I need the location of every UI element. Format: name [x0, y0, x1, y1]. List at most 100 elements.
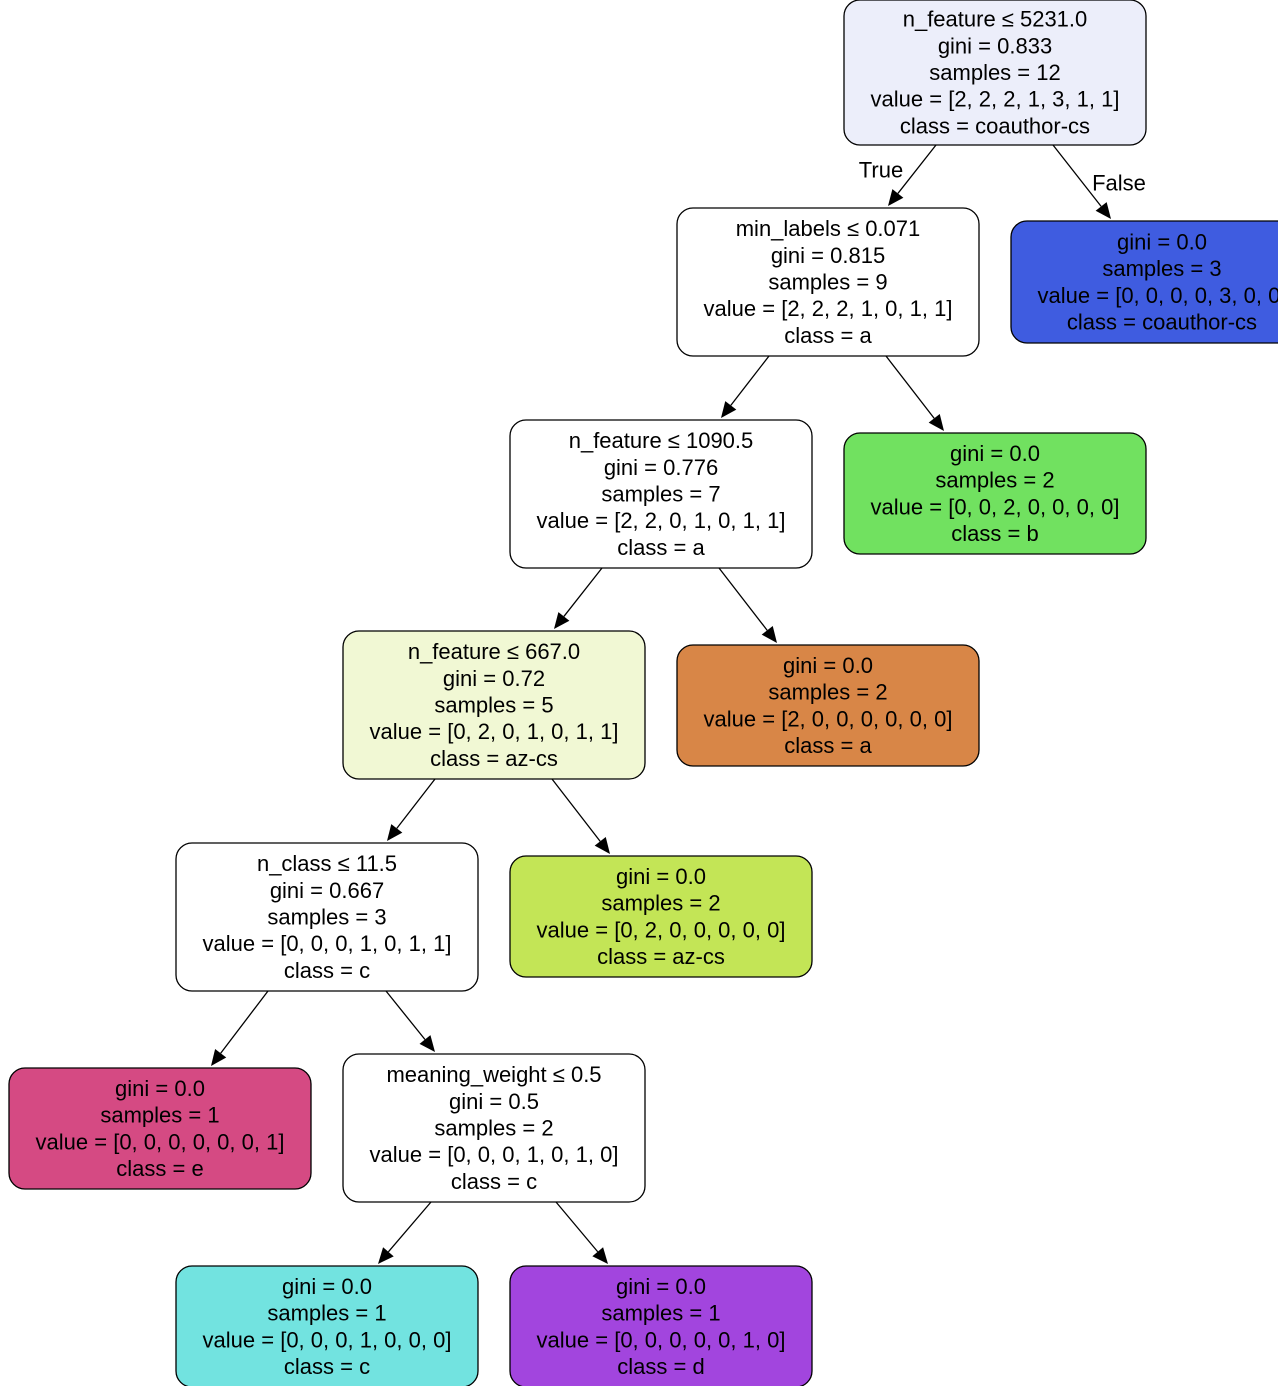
- node-text-line: value = [2, 2, 2, 1, 0, 1, 1]: [704, 296, 953, 321]
- node-text-line: class = b: [951, 521, 1038, 546]
- node-text-line: gini = 0.0: [616, 1274, 706, 1299]
- node-text-line: value = [0, 0, 0, 0, 0, 0, 1]: [36, 1129, 285, 1154]
- node-text-line: class = a: [784, 733, 872, 758]
- node-text-line: value = [0, 0, 2, 0, 0, 0, 0]: [871, 494, 1120, 519]
- node-text-line: n_feature ≤ 1090.5: [569, 428, 754, 453]
- node-box: [843, 432, 1147, 555]
- node-text-line: samples = 1: [267, 1301, 386, 1326]
- node-text-line: class = c: [284, 1354, 370, 1379]
- node-text-line: gini = 0.0: [282, 1274, 372, 1299]
- node-box: [175, 1265, 479, 1386]
- edge-n7-n9: [211, 990, 269, 1066]
- node-box: [1010, 220, 1278, 344]
- edge-n10-n11: [378, 1201, 432, 1264]
- node-text-line: value = [2, 0, 0, 0, 0, 0, 0]: [704, 706, 953, 731]
- edge-arrowhead-icon: [592, 1247, 608, 1264]
- node-text-line: samples = 2: [768, 680, 887, 705]
- node-text-line: value = [0, 2, 0, 0, 0, 0, 0]: [537, 917, 786, 942]
- node-text-line: samples = 7: [601, 482, 720, 507]
- node-box: [509, 419, 813, 569]
- edge-line: [396, 778, 436, 829]
- node-text-line: class = az-cs: [597, 944, 725, 969]
- node-text-line: class = coauthor-cs: [1067, 310, 1257, 335]
- node-text-line: gini = 0.833: [938, 33, 1052, 58]
- node-text-line: value = [0, 2, 0, 1, 0, 1, 1]: [370, 719, 619, 744]
- edge-arrowhead-icon: [594, 837, 610, 854]
- edge-n10-n12: [555, 1201, 608, 1264]
- edge-arrowhead-icon: [387, 824, 403, 841]
- edge-line: [220, 990, 269, 1054]
- node-text-line: gini = 0.5: [449, 1089, 539, 1114]
- edge-line: [718, 567, 768, 631]
- edge-line: [897, 144, 937, 194]
- edge-n0-n1: True: [859, 144, 937, 206]
- node-text-line: gini = 0.0: [783, 653, 873, 678]
- edge-arrowhead-icon: [1095, 202, 1111, 219]
- node-box: [342, 1053, 646, 1203]
- node-text-line: class = c: [284, 958, 370, 983]
- edge-line: [885, 355, 935, 419]
- edge-line: [387, 1201, 432, 1253]
- node-text-line: class = az-cs: [430, 746, 558, 771]
- node-text-line: gini = 0.667: [270, 878, 384, 903]
- edge-arrowhead-icon: [419, 1035, 435, 1052]
- node-text-line: n_class ≤ 11.5: [257, 851, 397, 876]
- node-box: [509, 1265, 813, 1386]
- node-text-line: meaning_weight ≤ 0.5: [386, 1062, 601, 1087]
- node-box: [8, 1067, 312, 1190]
- node-text-line: value = [2, 2, 0, 1, 0, 1, 1]: [537, 508, 786, 533]
- node-box: [676, 644, 980, 767]
- edge-label: False: [1092, 171, 1146, 196]
- edge-n0-n2: False: [1052, 144, 1146, 219]
- node-box: [175, 842, 479, 992]
- node-text-line: gini = 0.0: [1117, 229, 1207, 254]
- node-text-line: class = a: [617, 535, 705, 560]
- edge-n3-n6: [718, 567, 777, 643]
- edge-n1-n4: [885, 355, 944, 431]
- edge-line: [385, 990, 426, 1040]
- edge-arrowhead-icon: [721, 401, 737, 418]
- node-text-line: samples = 9: [768, 270, 887, 295]
- edge-line: [730, 355, 770, 406]
- node-text-line: gini = 0.0: [616, 864, 706, 889]
- node-text-line: samples = 12: [929, 60, 1060, 85]
- node-text-line: class = d: [617, 1354, 704, 1379]
- edge-n3-n5: [554, 567, 603, 629]
- edge-n5-n8: [551, 778, 610, 854]
- node-text-line: value = [2, 2, 2, 1, 3, 1, 1]: [871, 87, 1120, 112]
- edge-line: [555, 1201, 599, 1253]
- node-text-line: samples = 2: [935, 468, 1054, 493]
- node-text-line: n_feature ≤ 667.0: [408, 639, 580, 664]
- node-text-line: class = a: [784, 323, 872, 348]
- node-text-line: gini = 0.0: [115, 1076, 205, 1101]
- node-text-line: gini = 0.815: [771, 243, 885, 268]
- node-text-line: samples = 1: [601, 1301, 720, 1326]
- node-text-line: samples = 2: [601, 891, 720, 916]
- edge-n1-n3: [721, 355, 770, 418]
- edge-arrowhead-icon: [928, 414, 944, 431]
- node-text-line: samples = 5: [434, 693, 553, 718]
- edge-n5-n7: [387, 778, 436, 841]
- edge-label: True: [859, 158, 903, 183]
- node-text-line: value = [0, 0, 0, 1, 0, 1, 1]: [203, 931, 452, 956]
- node-text-line: value = [0, 0, 0, 0, 3, 0, 0]: [1038, 283, 1278, 308]
- node-box: [509, 855, 813, 978]
- node-text-line: value = [0, 0, 0, 0, 0, 1, 0]: [537, 1327, 786, 1352]
- node-text-line: class = c: [451, 1169, 537, 1194]
- node-text-line: value = [0, 0, 0, 1, 0, 0, 0]: [203, 1327, 452, 1352]
- node-text-line: min_labels ≤ 0.071: [736, 216, 921, 241]
- node-box: [843, 0, 1147, 146]
- node-box: [342, 630, 646, 780]
